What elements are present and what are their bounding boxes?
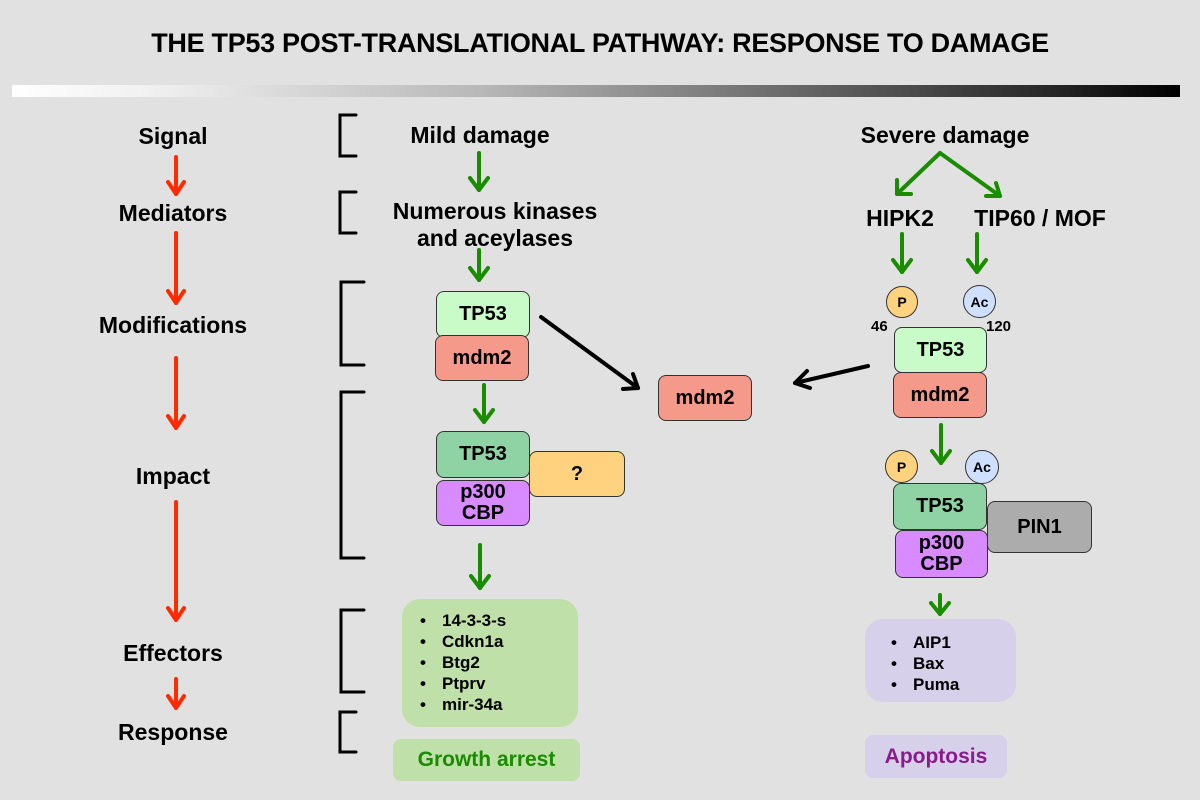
effector-item: 14-3-3-s — [420, 610, 578, 631]
effector-item: Puma — [891, 674, 1016, 695]
severe-mdm2-box: mdm2 — [893, 372, 987, 418]
severe-damage-label: Severe damage — [860, 122, 1030, 148]
page-title: THE TP53 POST-TRANSLATIONAL PATHWAY: RES… — [151, 28, 1049, 58]
severe-effectors-box: AIP1 Bax Puma — [865, 619, 1016, 702]
stage-signal: Signal — [138, 123, 208, 149]
severe-tp53-box: TP53 — [894, 327, 987, 373]
p-site-label: 46 — [871, 318, 888, 335]
arrow-mediators-to-complex — [468, 248, 490, 282]
stage-response: Response — [118, 719, 228, 745]
arrow-active-to-effectors — [469, 543, 491, 590]
stage-arrow-impact-effectors — [166, 500, 186, 622]
severe-active-tp53-box: TP53 — [893, 483, 987, 530]
mild-damage-label: Mild damage — [410, 122, 550, 148]
hipk2-label: HIPK2 — [866, 205, 934, 231]
stage-effectors: Effectors — [123, 640, 223, 666]
bracket-modifications — [339, 280, 366, 367]
stage-impact: Impact — [135, 463, 211, 489]
tip60-mof-label: TIP60 / MOF — [974, 205, 1106, 231]
severe-p300-cbp-box: p300 CBP — [895, 530, 988, 578]
arrow-hipk2-to-p — [891, 232, 913, 274]
bracket-effectors — [339, 608, 366, 694]
arrow-severe-to-hipk2 — [895, 151, 942, 196]
pin1-box: PIN1 — [987, 501, 1092, 553]
arrow-severe-active-to-effectors — [929, 593, 951, 616]
arrow-mild-to-mediators — [468, 151, 490, 192]
arrow-severe-to-tip60 — [938, 151, 1002, 198]
bracket-impact — [339, 390, 366, 560]
bracket-signal — [338, 113, 358, 158]
stage-arrow-signal-mediators — [166, 155, 186, 196]
title-gradient-bar — [12, 85, 1180, 97]
bracket-mediators — [338, 190, 358, 235]
stage-mediators: Mediators — [118, 200, 228, 226]
released-mdm2-box: mdm2 — [658, 375, 752, 421]
bracket-response — [338, 710, 358, 754]
growth-arrest-response: Growth arrest — [393, 739, 580, 781]
mild-effectors-box: 14-3-3-s Cdkn1a Btg2 Ptprv mir-34a — [402, 599, 578, 727]
arrow-mild-release-mdm2 — [539, 315, 640, 391]
stage-arrow-modifications-impact — [166, 356, 186, 430]
phosphorylation-icon: P — [886, 286, 918, 318]
mild-tp53-box: TP53 — [436, 291, 530, 338]
acetylation-icon: Ac — [963, 285, 996, 318]
arrow-complex-to-active — [473, 383, 495, 424]
cbp-label: CBP — [920, 553, 963, 575]
mild-mdm2-box: mdm2 — [435, 335, 529, 381]
unknown-partner-box: ? — [529, 451, 625, 497]
mild-mediators-label: Numerous kinases and aceylases — [355, 198, 635, 252]
apoptosis-response: Apoptosis — [865, 735, 1007, 778]
stage-arrow-effectors-response — [166, 677, 186, 710]
arrow-severe-release-mdm2 — [793, 364, 870, 390]
active-phosphorylation-icon: P — [885, 450, 918, 483]
cbp-label: CBP — [461, 502, 505, 524]
effector-item: Bax — [891, 653, 1016, 674]
effector-item: Ptprv — [420, 673, 578, 694]
mild-active-tp53-box: TP53 — [436, 431, 530, 478]
effector-item: mir-34a — [420, 694, 578, 715]
effector-item: Btg2 — [420, 652, 578, 673]
effector-item: AIP1 — [891, 632, 1016, 653]
arrow-severe-complex-to-active — [930, 423, 952, 465]
effector-item: Cdkn1a — [420, 631, 578, 652]
p300-label: p300 — [918, 532, 965, 554]
stage-arrow-mediators-modifications — [166, 231, 186, 305]
mild-mediators-line1: Numerous kinases — [392, 198, 598, 224]
p300-label: p300 — [460, 481, 506, 503]
stage-modifications: Modifications — [98, 312, 248, 338]
mild-p300-cbp-box: p300 CBP — [436, 480, 530, 526]
active-acetylation-icon: Ac — [965, 450, 999, 484]
ac-site-label: 120 — [986, 318, 1012, 335]
arrow-tip60-to-ac — [966, 232, 988, 274]
mild-mediators-line2: and aceylases — [416, 225, 573, 251]
